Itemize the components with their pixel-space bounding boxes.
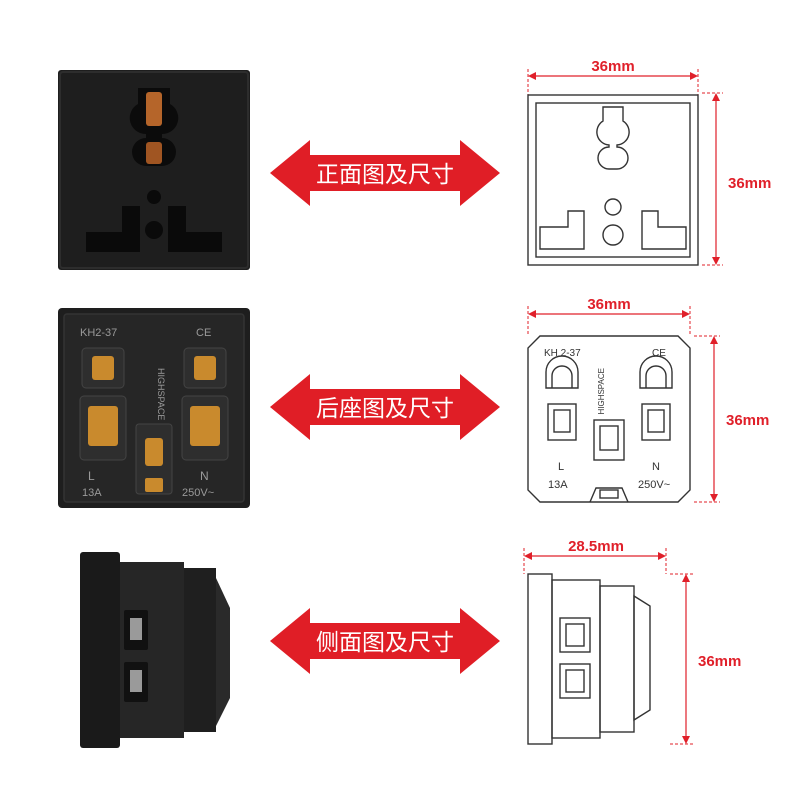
back-drawing-ce-text: CE — [652, 348, 666, 359]
side-technical-drawing: 28.5mm 36mm — [523, 540, 741, 745]
back-drawing-brand-text: HIGHSPACE — [597, 368, 606, 415]
back-photo-neutral-text: N — [200, 469, 209, 483]
front-view-label: 正面图及尺寸 — [316, 162, 454, 188]
front-height-dimension: 36mm — [728, 175, 771, 192]
side-double-arrow: 侧面图及尺寸 — [270, 608, 500, 674]
front-view-row: 正面图及尺寸 36mm 36mm — [0, 0, 800, 270]
back-photo-current-text: 13A — [82, 487, 102, 499]
back-height-dimension: 36mm — [726, 412, 769, 429]
front-width-dimension: 36mm — [591, 58, 634, 75]
back-width-dimension: 36mm — [587, 296, 630, 313]
back-drawing-model-text: KH 2-37 — [544, 348, 581, 359]
back-view-row: KH2-37 CE HIGHSPACE L N 13A 250V~ 后座图及尺寸… — [0, 280, 800, 530]
back-photo-model-text: KH2-37 — [80, 327, 117, 339]
back-photo-brand-text: HIGHSPACE — [156, 368, 166, 420]
back-drawing-voltage-text: 250V~ — [638, 479, 670, 491]
front-technical-drawing: 36mm 36mm — [527, 58, 771, 266]
side-view-label: 侧面图及尺寸 — [316, 630, 454, 656]
back-drawing-neutral-text: N — [652, 461, 660, 473]
side-width-dimension: 28.5mm — [568, 540, 624, 555]
front-socket-photo — [58, 70, 250, 270]
back-drawing-current-text: 13A — [548, 479, 568, 491]
side-height-dimension: 36mm — [698, 653, 741, 670]
back-view-label: 后座图及尺寸 — [316, 396, 454, 422]
front-double-arrow: 正面图及尺寸 — [270, 140, 500, 206]
back-photo-ce-text: CE — [196, 327, 211, 339]
side-socket-photo — [80, 552, 230, 748]
back-photo-voltage-text: 250V~ — [182, 487, 214, 499]
back-drawing-live-text: L — [558, 461, 564, 473]
back-double-arrow: 后座图及尺寸 — [270, 374, 500, 440]
back-photo-live-text: L — [88, 469, 95, 483]
back-technical-drawing: 36mm 36mm KH 2-37 CE HIGHSPACE L N 13A 2… — [527, 296, 769, 503]
side-view-row: 侧面图及尺寸 28.5mm 36mm — [0, 540, 800, 800]
back-socket-photo: KH2-37 CE HIGHSPACE L N 13A 250V~ — [58, 308, 250, 508]
